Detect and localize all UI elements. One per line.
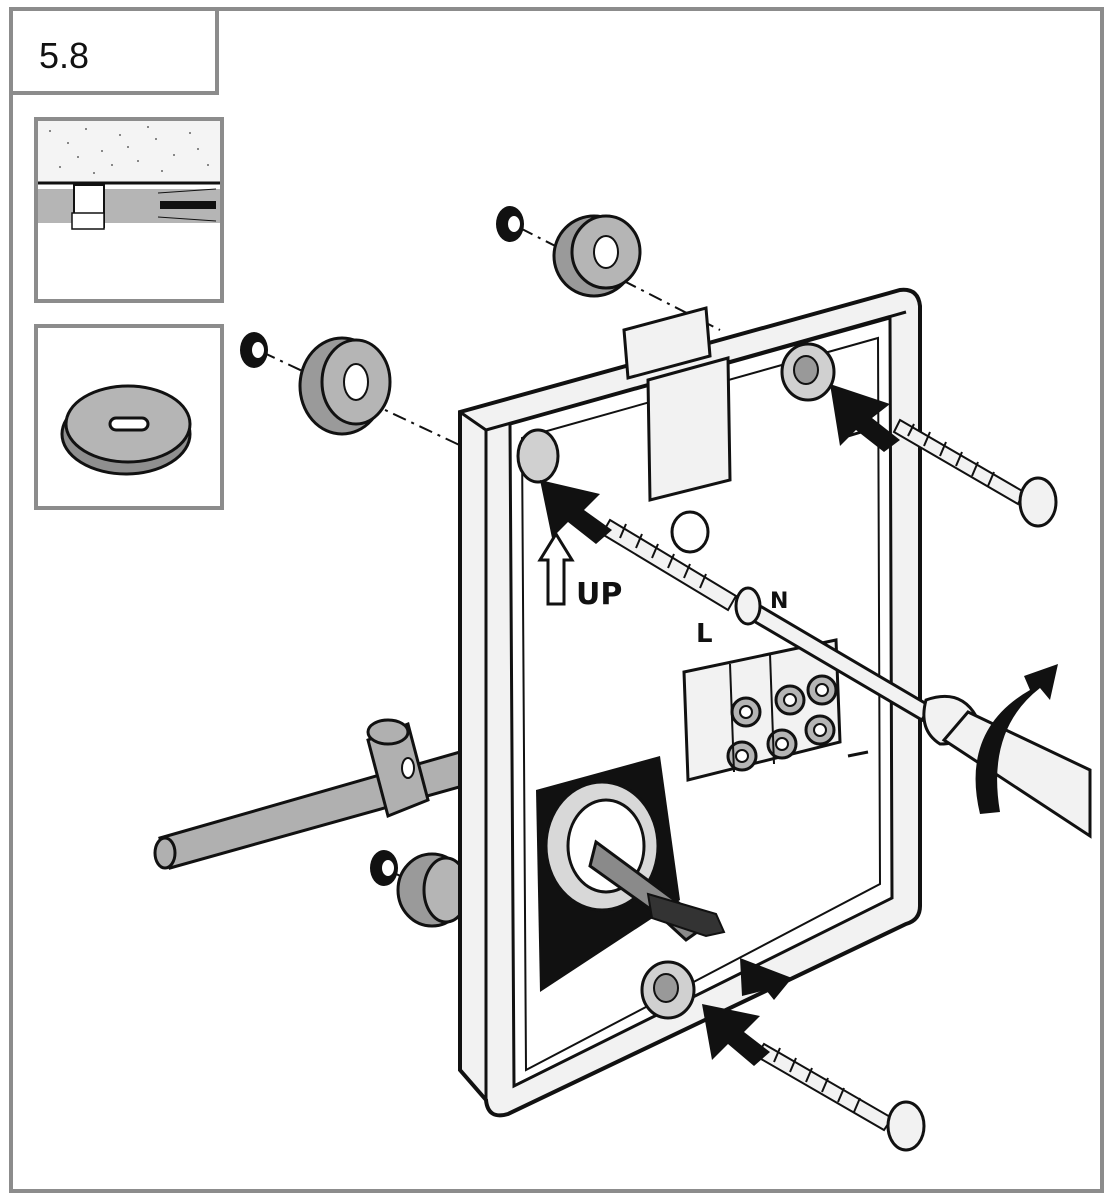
step-number-box: 5.8 bbox=[9, 7, 219, 95]
screw-bottom bbox=[754, 1042, 926, 1152]
wall-section-inset bbox=[34, 117, 224, 303]
push-arrow-icon bbox=[540, 384, 900, 1066]
washer-left bbox=[240, 332, 268, 368]
wall-plug-left bbox=[298, 336, 392, 436]
wall-plug-top bbox=[552, 214, 642, 298]
terminal-n-label: N bbox=[770, 589, 788, 614]
washer-bottom bbox=[370, 850, 398, 886]
step-number: 5.8 bbox=[39, 35, 90, 76]
washer-top bbox=[496, 206, 524, 242]
grommet-detail-drawing bbox=[60, 384, 192, 476]
diagram-frame bbox=[9, 7, 1104, 1193]
screw-center bbox=[600, 518, 762, 626]
grommet-detail-inset bbox=[34, 324, 224, 510]
wall-section-drawing bbox=[38, 121, 220, 230]
terminal-block bbox=[682, 638, 842, 782]
screw-top-right bbox=[892, 418, 1058, 528]
cable bbox=[153, 718, 472, 870]
cable-entry bbox=[536, 756, 726, 992]
up-arrow-icon bbox=[537, 531, 575, 606]
up-direction-label: UP bbox=[576, 577, 622, 612]
wall-plug-bottom bbox=[396, 852, 470, 928]
terminal-l-label: L bbox=[696, 619, 713, 649]
curved-arrow-icon bbox=[975, 664, 1058, 814]
screwdriver bbox=[749, 603, 1092, 839]
